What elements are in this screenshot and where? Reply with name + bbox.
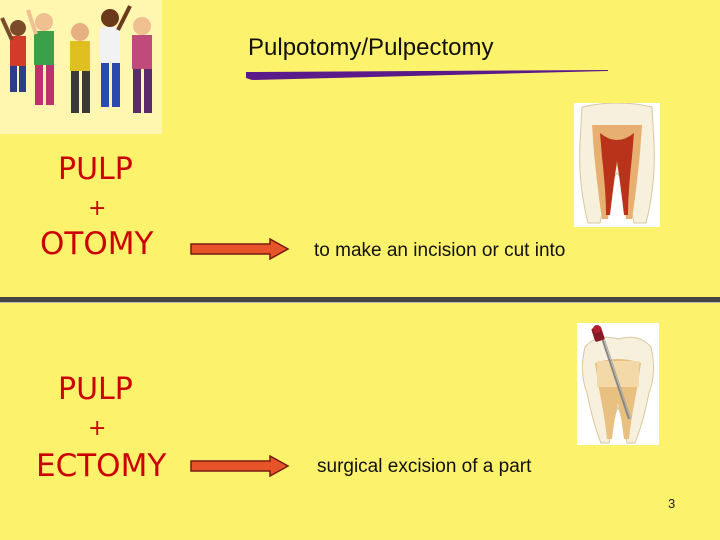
term-plus: + (88, 196, 107, 221)
tooth-pulpotomy-icon (574, 102, 660, 227)
section-divider (0, 297, 720, 302)
term-suffix-otomy: OTOMY (40, 226, 154, 262)
term-plus: + (88, 416, 107, 441)
tooth-pulpectomy-icon (577, 323, 659, 445)
section-divider-shadow (0, 302, 720, 303)
title-underline (246, 70, 608, 80)
term-root-pulp: PULP (58, 152, 133, 187)
definition-otomy: to make an incision or cut into (314, 240, 566, 261)
arrow-right-icon (190, 238, 290, 260)
slide-title: Pulpotomy/Pulpectomy (248, 34, 494, 61)
children-jumping-photo (0, 0, 162, 134)
term-root-pulp: PULP (58, 372, 133, 407)
definition-ectomy: surgical excision of a part (317, 456, 532, 477)
arrow-right-icon (190, 455, 290, 477)
page-number: 3 (668, 496, 676, 511)
term-suffix-ectomy: ECTOMY (36, 448, 167, 484)
